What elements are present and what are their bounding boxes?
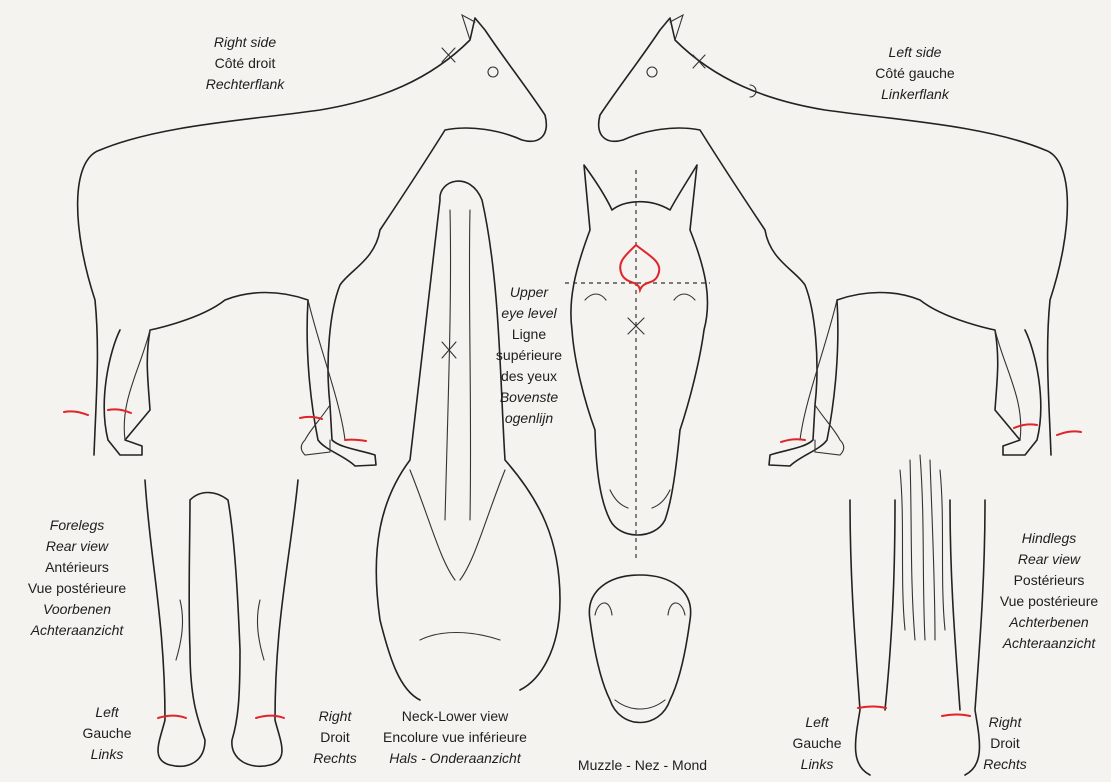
marking-hindleg-right <box>942 715 970 717</box>
upper-eye-en1: Upper <box>486 282 572 303</box>
hindlegs-rear-view <box>850 455 985 775</box>
left-side-nl: Linkerflank <box>855 84 975 105</box>
left-side-whorl-mark <box>693 55 705 68</box>
forelegs-en1: Forelegs <box>8 515 146 536</box>
neck-fr: Encolure vue inférieure <box>360 727 550 748</box>
label-hindleg-right: Right Droit Rechts <box>970 712 1040 775</box>
hindlegs-nl1: Achterbenen <box>990 612 1108 633</box>
forelegs-rear-view <box>145 480 298 766</box>
marking-right-hind-right <box>108 409 131 413</box>
upper-eye-nl2: ogenlijn <box>486 408 572 429</box>
hind-left-fr: Gauche <box>772 733 862 754</box>
fore-left-en: Left <box>62 702 152 723</box>
fore-left-fr: Gauche <box>62 723 152 744</box>
forelegs-nl2: Achteraanzicht <box>8 620 146 641</box>
right-side-horse <box>64 15 546 466</box>
muzzle-view <box>589 575 690 723</box>
upper-eye-fr3: des yeux <box>486 366 572 387</box>
label-upper-eye-level: Upper eye level Ligne supérieure des yeu… <box>486 282 572 429</box>
label-foreleg-left: Left Gauche Links <box>62 702 152 765</box>
marking-hindleg-left <box>858 707 886 709</box>
marking-left-hind-left <box>1014 424 1037 428</box>
hindlegs-nl2: Achteraanzicht <box>990 633 1108 654</box>
upper-eye-fr1: Ligne <box>486 324 572 345</box>
left-side-horse <box>599 15 1081 466</box>
left-side-fr: Côté gauche <box>855 63 975 84</box>
hindlegs-en2: Rear view <box>990 549 1108 570</box>
marking-left-hind-right <box>1057 431 1081 435</box>
upper-eye-nl1: Bovenste <box>486 387 572 408</box>
label-hindlegs: Hindlegs Rear view Postérieurs Vue posté… <box>990 528 1108 654</box>
forelegs-nl1: Voorbenen <box>8 599 146 620</box>
label-forelegs: Forelegs Rear view Antérieurs Vue postér… <box>8 515 146 641</box>
marking-foreleg-right <box>256 716 284 718</box>
hindlegs-en1: Hindlegs <box>990 528 1108 549</box>
hindlegs-fr2: Vue postérieure <box>990 591 1108 612</box>
right-side-nl: Rechterflank <box>190 74 300 95</box>
marking-foreleg-left <box>158 716 186 718</box>
hind-right-nl: Rechts <box>970 754 1040 775</box>
right-side-en: Right side <box>190 32 300 53</box>
hind-right-fr: Droit <box>970 733 1040 754</box>
label-neck-lower-view: Neck-Lower view Encolure vue inférieure … <box>360 706 550 769</box>
neck-nl: Hals - Onderaanzicht <box>360 748 550 769</box>
label-muzzle: Muzzle - Nez - Mond <box>560 755 725 776</box>
forelegs-fr1: Antérieurs <box>8 557 146 578</box>
marking-left-fore <box>781 439 805 442</box>
forelegs-en2: Rear view <box>8 536 146 557</box>
neck-en: Neck-Lower view <box>360 706 550 727</box>
hind-left-nl: Links <box>772 754 862 775</box>
hindlegs-fr1: Postérieurs <box>990 570 1108 591</box>
neck-lower-view <box>376 181 560 700</box>
label-right-side: Right side Côté droit Rechterflank <box>190 32 300 95</box>
left-side-en: Left side <box>855 42 975 63</box>
marking-right-fore-right <box>345 440 366 441</box>
upper-eye-fr2: supérieure <box>486 345 572 366</box>
label-hindleg-left: Left Gauche Links <box>772 712 862 775</box>
marking-right-fore-left <box>300 417 322 419</box>
marking-right-hind-left <box>64 411 88 415</box>
upper-eye-en2: eye level <box>486 303 572 324</box>
fore-left-nl: Links <box>62 744 152 765</box>
head-front-view <box>565 165 710 560</box>
right-side-fr: Côté droit <box>190 53 300 74</box>
hind-left-en: Left <box>772 712 862 733</box>
hind-right-en: Right <box>970 712 1040 733</box>
muzzle-text: Muzzle - Nez - Mond <box>560 755 725 776</box>
forelegs-fr2: Vue postérieure <box>8 578 146 599</box>
label-left-side: Left side Côté gauche Linkerflank <box>855 42 975 105</box>
